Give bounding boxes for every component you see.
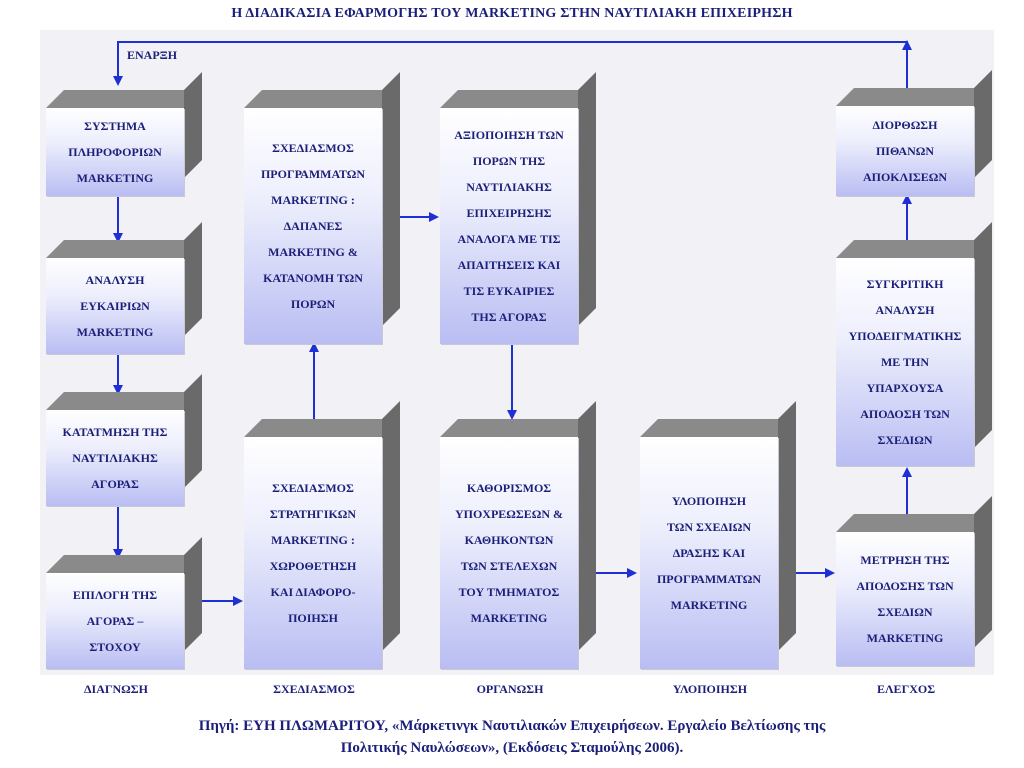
box-text-line: MARKETING bbox=[866, 631, 944, 645]
box-text-line: ΧΩΡΟΘΕΤΗΣΗ bbox=[269, 559, 357, 573]
source-line-2: Πολιτικής Ναυλώσεων», (Εκδόσεις Σταμούλη… bbox=[340, 740, 684, 756]
box-text-line: ΜΕΤΡΗΣΗ ΤΗΣ bbox=[860, 553, 950, 567]
source-line-1: Πηγή: ΕΥΗ ΠΛΩΜΑΡΙΤΟΥ, «Μάρκετινγκ Ναυτιλ… bbox=[198, 718, 826, 734]
box-deviation-correction: ΔΙΟΡΘΩΣΗ ΠΙΘΑΝΩΝ ΑΠΟΚΛΙΣΕΩΝ bbox=[836, 70, 992, 196]
box-program-planning: ΣΧΕΔΙΑΣΜΟΣ ΠΡΟΓΡΑΜΜΑΤΩΝ MARKETING : ΔΑΠΑΝΕΣ… bbox=[244, 72, 400, 344]
box-text-line: ΥΠΟΧΡΕΩΣΕΩΝ & bbox=[454, 507, 564, 521]
box-text-line: ΑΞΙΟΠΟΙΗΣΗ ΤΩΝ bbox=[454, 128, 564, 142]
stage-label-organization: ΟΡΓΑΝΩΣΗ bbox=[476, 682, 544, 696]
box-text-line: ΔΑΠΑΝΕΣ bbox=[283, 219, 343, 233]
box-text-line: ΝΑΥΤΙΛΙΑΚΗΣ bbox=[466, 180, 552, 194]
box-text-line: ΑΠΟΔΟΣΗΣ ΤΩΝ bbox=[856, 579, 954, 593]
box-opportunity-analysis: ΑΝΑΛΥΣΗ ΕΥΚΑΙΡΙΩΝ MARKETING bbox=[46, 222, 202, 354]
box-text-line: MARKETING bbox=[670, 598, 748, 612]
stage-label-control: ΕΛΕΓΧΟΣ bbox=[876, 682, 936, 696]
box-text-line: ΠΡΟΓΡΑΜΜΑΤΩΝ bbox=[656, 572, 762, 586]
box-text-line: ΣΧΕΔΙΑΣΜΟΣ bbox=[272, 141, 354, 155]
box-comparative-analysis: ΣΥΓΚΡΙΤΙΚΗ ΑΝΑΛΥΣΗ ΥΠΟΔΕΙΓΜΑΤΙΚΗΣ ΜΕ ΤΗΝ ΥΠΑ… bbox=[836, 222, 992, 466]
box-text-line: ΣΧΕΔΙΩΝ bbox=[877, 605, 933, 619]
diagram-title: Η ΔΙΑΔΙΚΑΣΙΑ ΕΦΑΡΜΟΓΗΣ ΤΟΥ MARKETING ΣΤΗ… bbox=[231, 6, 793, 21]
box-text-line: ΕΠΙΧΕΙΡΗΣΗΣ bbox=[466, 206, 552, 220]
box-text-line: ΥΠΟΔΕΙΓΜΑΤΙΚΗΣ bbox=[848, 329, 962, 343]
box-text-line: ΣΥΣΤΗΜΑ bbox=[84, 119, 146, 133]
box-text-line: MARKETING : bbox=[271, 193, 355, 207]
box-text-line: ΥΠΑΡΧΟΥΣΑ bbox=[866, 381, 944, 395]
box-text-line: ΝΑΥΤΙΛΙΑΚΗΣ bbox=[72, 451, 158, 465]
box-text-line: ΚΑΙ ΔΙΑΦΟΡΟ- bbox=[270, 585, 356, 599]
box-text-line: ΣΥΓΚΡΙΤΙΚΗ bbox=[866, 277, 944, 291]
box-text-line: ΕΠΙΛΟΓΗ ΤΗΣ bbox=[72, 588, 158, 602]
box-performance-measurement: ΜΕΤΡΗΣΗ ΤΗΣ ΑΠΟΔΟΣΗΣ ΤΩΝ ΣΧΕΔΙΩΝ MARKETING bbox=[836, 496, 992, 666]
stage-label-planning: ΣΧΕΔΙΑΣΜΟΣ bbox=[273, 682, 355, 696]
box-text-line: ΤΟΥ ΤΜΗΜΑΤΟΣ bbox=[458, 585, 560, 599]
box-text-line: MARKETING : bbox=[271, 533, 355, 547]
box-marketing-info-system: ΣΥΣΤΗΜΑ ΠΛΗΡΟΦΟΡΙΩΝ MARKETING bbox=[46, 72, 202, 196]
box-text-line: ΠΟΡΩΝ bbox=[290, 297, 336, 311]
box-strategic-planning: ΣΧΕΔΙΑΣΜΟΣ ΣΤΡΑΤΗΓΙΚΩΝ MARKETING : ΧΩΡΟΘΕΤΗ… bbox=[244, 401, 400, 669]
box-text-line: ΠΟΡΩΝ ΤΗΣ bbox=[472, 154, 546, 168]
box-text-line: ΑΝΑΛΥΣΗ bbox=[85, 273, 145, 287]
box-text-line: ΕΥΚΑΙΡΙΩΝ bbox=[80, 299, 150, 313]
box-text-line: ΑΓΟΡΑΣ bbox=[91, 477, 139, 491]
box-text-line: ΠΙΘΑΝΩΝ bbox=[875, 144, 935, 158]
box-text-line: ΑΠΑΙΤΗΣΕΙΣ ΚΑΙ bbox=[457, 258, 561, 272]
source-citation: Πηγή: ΕΥΗ ΠΛΩΜΑΡΙΤΟΥ, «Μάρκετινγκ Ναυτιλ… bbox=[0, 715, 1024, 759]
box-text-line: ΑΝΑΛΟΓΑ ΜΕ ΤΙΣ bbox=[457, 232, 561, 246]
box-text-line: ΤΙΣ ΕΥΚΑΙΡΙΕΣ bbox=[463, 284, 555, 298]
box-resource-utilization: ΑΞΙΟΠΟΙΗΣΗ ΤΩΝ ΠΟΡΩΝ ΤΗΣ ΝΑΥΤΙΛΙΑΚΗΣ ΕΠΙΧΕΙ… bbox=[440, 72, 596, 344]
stage-label-diagnosis: ΔΙΑΓΝΩΣΗ bbox=[84, 682, 148, 696]
box-text-line: ΚΑΘΟΡΙΣΜΟΣ bbox=[466, 481, 552, 495]
box-text-line: MARKETING bbox=[76, 171, 154, 185]
box-text-line: ΤΩΝ ΣΧΕΔΙΩΝ bbox=[666, 520, 752, 534]
box-text-line: ΑΠΟΔΟΣΗ ΤΩΝ bbox=[860, 407, 950, 421]
box-text-line: ΜΕ ΤΗΝ bbox=[880, 355, 930, 369]
box-text-line: ΠΛΗΡΟΦΟΡΙΩΝ bbox=[68, 145, 162, 159]
box-text-line: ΚΑΘΗΚΟΝΤΩΝ bbox=[464, 533, 554, 547]
box-text-line: ΠΟΙΗΣΗ bbox=[288, 611, 338, 625]
box-text-line: ΣΤΡΑΤΗΓΙΚΩΝ bbox=[269, 507, 357, 521]
box-text-line: ΥΛΟΠΟΙΗΣΗ bbox=[671, 494, 747, 508]
box-text-line: ΔΙΟΡΘΩΣΗ bbox=[872, 118, 938, 132]
box-plan-implementation: ΥΛΟΠΟΙΗΣΗ ΤΩΝ ΣΧΕΔΙΩΝ ΔΡΑΣΗΣ ΚΑΙ ΠΡΟΓΡΑΜΜΑΤ… bbox=[640, 401, 796, 669]
box-target-market-selection: ΕΠΙΛΟΓΗ ΤΗΣ ΑΓΟΡΑΣ – ΣΤΟΧΟΥ bbox=[46, 537, 202, 669]
box-text-line: ΣΧΕΔΙΩΝ bbox=[877, 433, 933, 447]
stage-label-implementation: ΥΛΟΠΟΙΗΣΗ bbox=[672, 682, 748, 696]
box-text-line: ΚΑΤΑΝΟΜΗ ΤΩΝ bbox=[263, 271, 363, 285]
box-text-line: ΠΡΟΓΡΑΜΜΑΤΩΝ bbox=[260, 167, 366, 181]
start-label: ΕΝΑΡΞΗ bbox=[127, 48, 178, 62]
box-staff-responsibilities: ΚΑΘΟΡΙΣΜΟΣ ΥΠΟΧΡΕΩΣΕΩΝ & ΚΑΘΗΚΟΝΤΩΝ ΤΩΝ ΣΤΕ… bbox=[440, 401, 596, 669]
box-text-line: ΣΤΟΧΟΥ bbox=[89, 640, 141, 654]
box-text-line: ΤΗΣ ΑΓΟΡΑΣ bbox=[471, 310, 547, 324]
box-market-segmentation: ΚΑΤΑΤΜΗΣΗ ΤΗΣ ΝΑΥΤΙΛΙΑΚΗΣ ΑΓΟΡΑΣ bbox=[46, 374, 202, 506]
box-text-line: ΣΧΕΔΙΑΣΜΟΣ bbox=[272, 481, 354, 495]
box-text-line: ΚΑΤΑΤΜΗΣΗ ΤΗΣ bbox=[62, 425, 168, 439]
box-text-line: ΔΡΑΣΗΣ ΚΑΙ bbox=[672, 546, 746, 560]
box-text-line: ΤΩΝ ΣΤΕΛΕΧΩΝ bbox=[460, 559, 558, 573]
box-text-line: ΑΝΑΛΥΣΗ bbox=[875, 303, 935, 317]
box-text-line: ΑΠΟΚΛΙΣΕΩΝ bbox=[862, 170, 948, 184]
box-text-line: MARKETING bbox=[470, 611, 548, 625]
box-text-line: MARKETING bbox=[76, 325, 154, 339]
box-text-line: MARKETING & bbox=[268, 245, 358, 259]
loop-back-arrow bbox=[113, 41, 908, 88]
box-text-line: ΑΓΟΡΑΣ – bbox=[86, 614, 144, 628]
